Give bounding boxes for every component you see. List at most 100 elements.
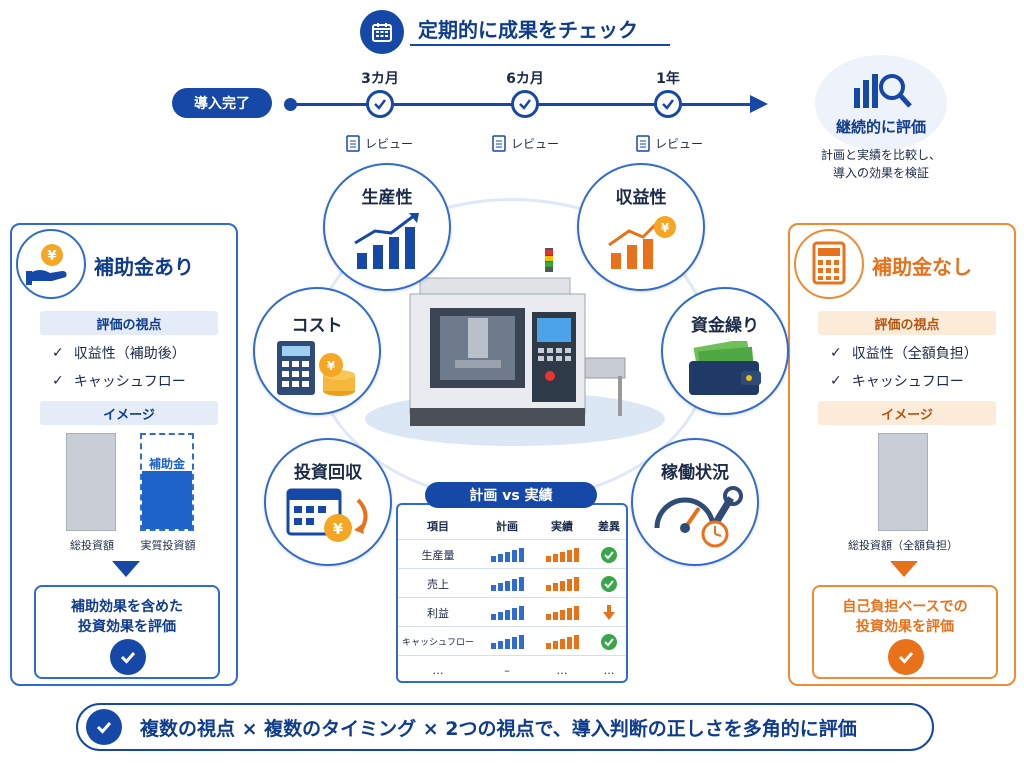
table-title: 計画 vs 実績 xyxy=(425,482,597,508)
result-box: 補助効果を含めた投資効果を評価 xyxy=(34,585,220,679)
blue-bars-icon xyxy=(478,627,536,656)
profit-chart-icon: ¥ xyxy=(608,216,676,269)
table-row: キャッシュフロー xyxy=(398,627,626,656)
cost-circle: コスト ¥ xyxy=(253,287,381,415)
summary-banner xyxy=(76,703,934,751)
panel-title: 補助金あり xyxy=(94,255,194,279)
operation-circle: 稼働状況 xyxy=(631,438,759,566)
orange-bars-icon xyxy=(536,569,588,598)
milestone-label: 3カ月 xyxy=(361,71,399,87)
check-item: ✓収益性（全額負担） xyxy=(830,345,978,362)
review-label: レビュー xyxy=(655,136,704,151)
image-label: イメージ xyxy=(818,401,996,425)
bar-label: 総投資額 xyxy=(70,539,114,552)
check-item: ✓キャッシュフロー xyxy=(830,373,964,390)
cnc-machine-illustration xyxy=(400,248,630,452)
milestone-label: 6カ月 xyxy=(506,71,544,87)
check-circle-icon xyxy=(888,639,924,675)
subsidy-label: 補助金 xyxy=(148,457,185,471)
panel-without-subsidy: 補助金なし 評価の視点 ✓収益性（全額負担） ✓キャッシュフロー イメージ 総投… xyxy=(788,223,1016,686)
cashflow-circle: 資金繰り xyxy=(661,287,789,415)
circle-title: 稼働状況 xyxy=(661,463,729,483)
check-circle-icon xyxy=(588,540,630,569)
calculator-coins-icon: ¥ xyxy=(277,341,355,396)
check-icon: ✓ xyxy=(830,373,842,389)
table-row: … – … … xyxy=(432,664,615,677)
actual-investment-bar: 補助金 xyxy=(140,433,194,531)
table-row: 生産量 xyxy=(398,540,626,569)
circle-title: コスト xyxy=(291,316,343,336)
check-icon: ✓ xyxy=(52,345,64,361)
calculator-icon xyxy=(794,229,864,299)
calendar-icon xyxy=(360,10,404,54)
svg-text:¥: ¥ xyxy=(661,221,670,235)
review-item: レビュー xyxy=(636,132,703,154)
check-item: ✓キャッシュフロー xyxy=(52,373,186,390)
check-circle-icon xyxy=(86,709,122,745)
hand-coin-icon: ¥ xyxy=(16,229,86,299)
bar-label: 総投資額（全額負担） xyxy=(848,539,958,552)
bar-label: 実質投資額 xyxy=(140,539,196,552)
circle-title: 生産性 xyxy=(361,188,413,208)
orange-bars-icon xyxy=(536,627,588,656)
continuous-eval-title: 継続的に評価 xyxy=(835,118,926,136)
check-icon xyxy=(511,90,539,118)
header-underline xyxy=(410,44,670,46)
image-label: イメージ xyxy=(40,401,218,425)
circle-title: 投資回収 xyxy=(294,463,362,483)
total-investment-bar xyxy=(878,433,928,531)
checklist-icon xyxy=(346,135,360,152)
panel-title: 補助金なし xyxy=(872,255,972,279)
svg-text:¥: ¥ xyxy=(333,520,344,538)
plan-vs-actual-table: 項目 計画 実績 差異 生産量 売上 利益 キャッシュフロー … – … … xyxy=(396,503,628,683)
profitability-circle: 収益性 ¥ xyxy=(577,163,705,291)
down-arrow-icon xyxy=(588,598,630,627)
check-circle-icon xyxy=(588,569,630,598)
table-row: 利益 xyxy=(398,598,626,627)
wallet-icon xyxy=(689,341,761,395)
actual-investment-fill xyxy=(142,471,192,529)
result-box: 自己負担ベースでの投資効果を評価 xyxy=(812,585,998,679)
timeline-arrow-icon xyxy=(750,95,768,113)
milestone-label: 1年 xyxy=(656,71,680,87)
productivity-circle: 生産性 xyxy=(323,163,451,291)
continuous-eval-desc: 計画と実績を比較し、 導入の効果を検証 xyxy=(820,148,941,180)
result-text: 補助効果を含めた投資効果を評価 xyxy=(71,599,183,635)
review-label: レビュー xyxy=(511,136,560,151)
payback-circle: 投資回収 ¥ xyxy=(264,438,392,566)
continuous-eval-badge xyxy=(815,55,947,151)
calendar-coin-icon: ¥ xyxy=(286,488,368,542)
down-arrow-icon xyxy=(112,561,140,577)
magnifier-chart-icon xyxy=(850,70,914,114)
orange-bars-icon xyxy=(536,540,588,569)
check-icon: ✓ xyxy=(830,345,842,361)
table-row: 売上 xyxy=(398,569,626,598)
gauge-wrench-icon xyxy=(654,486,743,548)
svg-text:¥: ¥ xyxy=(47,249,56,264)
table-header-row: 項目 計画 実績 差異 xyxy=(398,511,626,540)
svg-text:¥: ¥ xyxy=(327,359,336,373)
circle-title: 収益性 xyxy=(615,188,667,208)
check-circle-icon xyxy=(588,627,630,656)
review-item: レビュー xyxy=(492,132,559,154)
timeline-start-label: 導入完了 xyxy=(172,88,272,118)
circle-title: 資金繰り xyxy=(691,316,759,336)
viewpoint-label: 評価の視点 xyxy=(40,311,218,335)
viewpoint-label: 評価の視点 xyxy=(818,311,996,335)
header-title: 定期的に成果をチェック xyxy=(418,18,638,42)
checklist-icon xyxy=(636,135,650,152)
blue-bars-icon xyxy=(478,569,536,598)
blue-bars-icon xyxy=(478,540,536,569)
blue-bars-icon xyxy=(478,598,536,627)
checklist-icon xyxy=(492,135,506,152)
check-item: ✓収益性（補助後） xyxy=(52,345,186,362)
check-icon xyxy=(366,90,394,118)
summary-text: 複数の視点 × 複数のタイミング × 2つの視点で、導入判断の正しさを多角的に評… xyxy=(140,718,857,740)
down-arrow-icon xyxy=(890,561,918,577)
panel-with-subsidy: ¥ 補助金あり 評価の視点 ✓収益性（補助後） ✓キャッシュフロー イメージ 補… xyxy=(10,223,238,686)
timeline-start-dot xyxy=(284,98,297,111)
result-text: 自己負担ベースでの投資効果を評価 xyxy=(842,599,968,635)
check-circle-icon xyxy=(110,639,146,675)
check-icon: ✓ xyxy=(52,373,64,389)
orange-bars-icon xyxy=(536,598,588,627)
